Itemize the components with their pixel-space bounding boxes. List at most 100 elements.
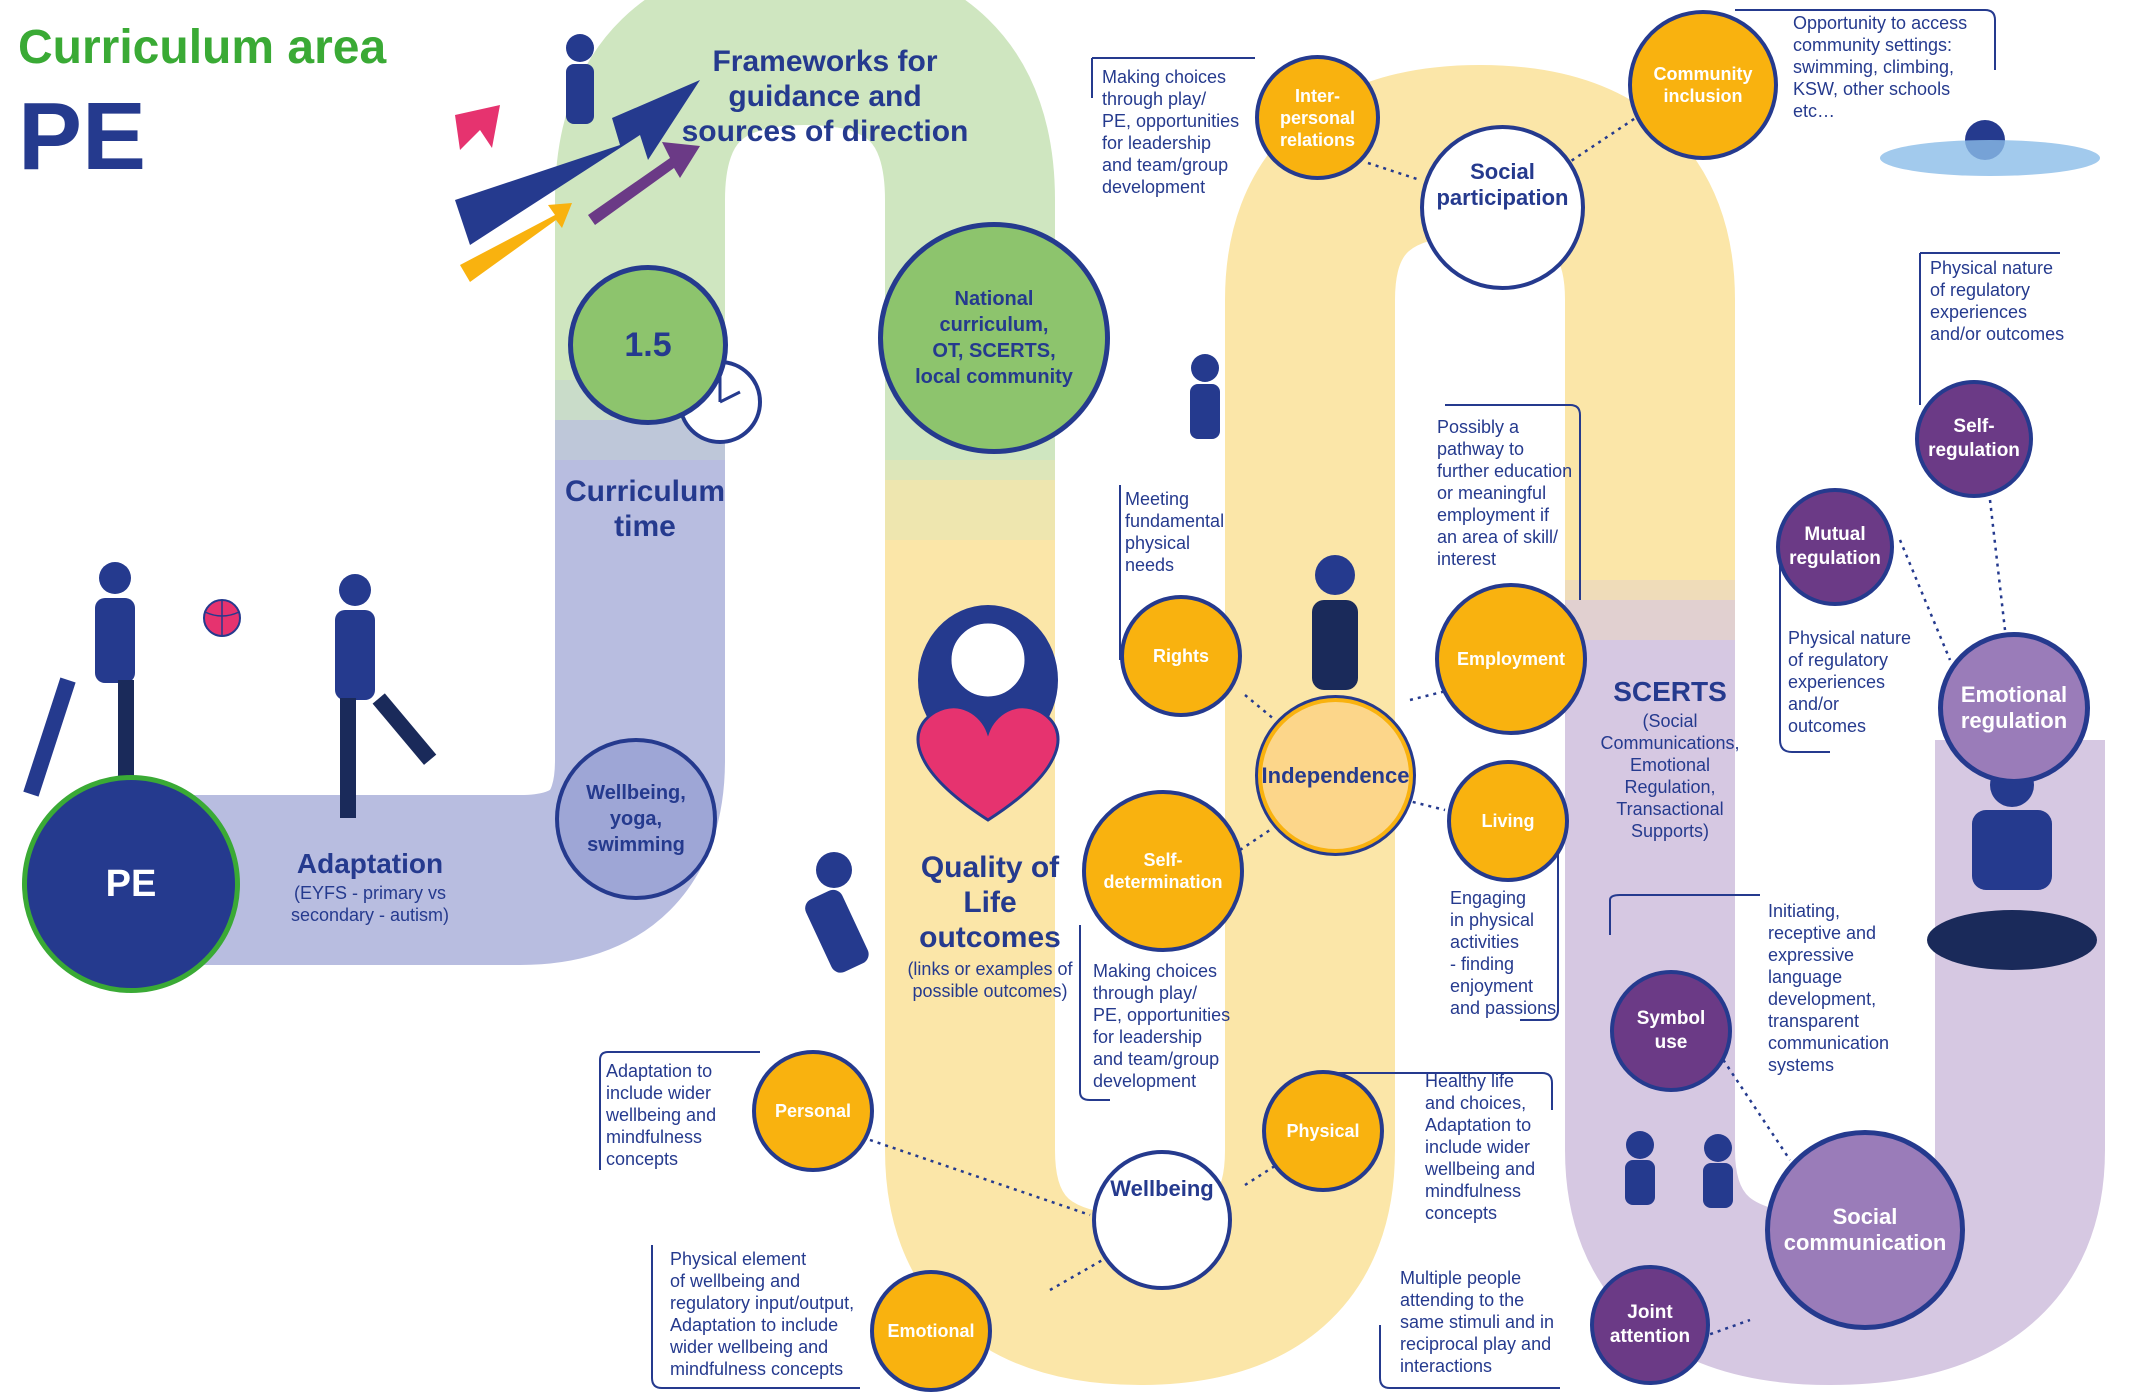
national-curriculum-node: National curriculum, OT, SCERTS, local c…: [878, 222, 1110, 454]
note-line: for leadership: [1093, 1027, 1203, 1047]
note-line: and/or: [1788, 694, 1840, 714]
note-joint-attention: Multiple people attending to the same st…: [1400, 1267, 1580, 1377]
note-line: - finding: [1450, 954, 1515, 974]
self-reg-line: Self-: [1953, 416, 1995, 437]
qol-line: of Life: [963, 851, 1060, 919]
note-line: PE, opportunities: [1102, 111, 1240, 131]
path-blend-2: [885, 460, 1055, 540]
note-line: etc…: [1793, 101, 1836, 121]
mutual-regulation-node: Mutual regulation: [1776, 488, 1894, 606]
note-line: and passions: [1450, 998, 1557, 1018]
note-line: outcomes: [1788, 716, 1867, 736]
note-line: Physical nature: [1930, 258, 2054, 278]
note-line: wider wellbeing and: [670, 1337, 829, 1357]
path-blend-3: [1565, 580, 1735, 640]
social-communication-node: Social communication: [1765, 1130, 1965, 1330]
note-line: of regulatory: [1930, 280, 2031, 300]
note-line: regulatory input/output,: [670, 1293, 855, 1313]
note-line: through play/: [1102, 89, 1207, 109]
emotional-reg-line: Emotional: [1960, 682, 2068, 707]
adaptation-sub-line: (EYFS - primary vs: [293, 883, 446, 903]
note-line: of regulatory: [1788, 650, 1889, 670]
social-comm-line: Social: [1832, 1204, 1898, 1229]
interpersonal-line: personal: [1279, 107, 1356, 128]
note-line: and team/group: [1102, 155, 1229, 175]
frameworks-line: sources of direction: [681, 115, 969, 148]
living-node: Living: [1447, 760, 1569, 882]
note-line: mindfulness: [1425, 1181, 1522, 1201]
note-self-regulation: Physical nature of regulatory experience…: [1930, 257, 2090, 345]
note-line: development,: [1768, 989, 1877, 1009]
note-line: Multiple people: [1400, 1268, 1522, 1288]
note-line: receptive and: [1768, 923, 1877, 943]
note-symbol-use: Initiating, receptive and expressive lan…: [1768, 900, 1918, 1076]
physical-label: Physical: [1286, 1121, 1360, 1141]
arrow-icon: [455, 80, 700, 282]
note-line: fundamental: [1125, 511, 1225, 531]
qol-line: outcomes: [919, 921, 1061, 954]
note-line: interest: [1437, 549, 1497, 569]
national-line: OT, SCERTS,: [932, 340, 1056, 362]
note-line: Adaptation to: [606, 1061, 713, 1081]
self-regulation-node: Self- regulation: [1915, 380, 2033, 498]
note-line: Possibly a: [1437, 417, 1520, 437]
emotional-reg-line: regulation: [1960, 708, 2068, 733]
curriculum-time-value: 1.5: [624, 326, 672, 364]
qol-sub-line: (links or: [907, 959, 971, 979]
interpersonal-line: relations: [1279, 129, 1356, 150]
self-determination-line: determination: [1103, 872, 1223, 892]
symbol-use-node: Symbol use: [1610, 970, 1732, 1092]
personal-node: Personal: [752, 1050, 874, 1172]
community-inclusion-node: Community inclusion: [1628, 10, 1778, 160]
note-line: include wider: [1425, 1137, 1531, 1157]
symbol-line: Symbol: [1636, 1008, 1706, 1029]
note-self-determination: Making choices through play/ PE, opportu…: [1093, 960, 1263, 1092]
social-comm-line: communication: [1783, 1230, 1947, 1255]
wellbeing-activities-line: swimming: [587, 834, 685, 856]
employment-node: Employment: [1435, 583, 1587, 735]
note-line: through play/: [1093, 983, 1198, 1003]
note-line: Physical nature: [1788, 628, 1912, 648]
scerts-line: (Social: [1642, 711, 1698, 731]
wellbeing-activities-line: yoga,: [609, 808, 663, 830]
mutual-line: regulation: [1789, 548, 1881, 569]
note-line: Making choices: [1102, 67, 1227, 87]
note-line: KSW, other schools: [1793, 79, 1951, 99]
note-line: Physical element: [670, 1249, 807, 1269]
note-line: swimming, climbing,: [1793, 57, 1955, 77]
note-rights: Meeting fundamental physical needs: [1125, 488, 1255, 576]
note-employment: Possibly a pathway to further education …: [1437, 416, 1587, 570]
national-line: local community: [915, 366, 1073, 388]
qol-sub-line: of possible: [912, 959, 1073, 1001]
independence-label: Independence: [1261, 762, 1410, 788]
wellbeing-label: Wellbeing: [1110, 1176, 1214, 1201]
personal-label: Personal: [774, 1101, 852, 1121]
joint-line: attention: [1609, 1326, 1691, 1347]
note-line: in physical: [1450, 910, 1535, 930]
emotional-label: Emotional: [887, 1321, 975, 1341]
note-line: expressive: [1768, 945, 1855, 965]
note-line: enjoyment: [1450, 976, 1534, 996]
note-line: experiences: [1788, 672, 1886, 692]
frameworks-heading: Frameworks for guidance and sources of d…: [680, 44, 970, 149]
national-line: National: [954, 288, 1034, 310]
qol-sub-line: examples: [975, 959, 1053, 979]
community-line: inclusion: [1663, 86, 1743, 106]
note-mutual-regulation: Physical nature of regulatory experience…: [1788, 627, 1928, 737]
curriculum-time-label: Curriculum time: [545, 474, 745, 544]
note-living: Engaging in physical activities - findin…: [1450, 887, 1580, 1019]
national-line: curriculum,: [939, 314, 1049, 336]
frameworks-line: guidance and: [728, 80, 922, 113]
note-line: experiences: [1930, 302, 2028, 322]
note-line: employment if: [1437, 505, 1550, 525]
note-line: concepts: [606, 1149, 679, 1169]
heart-icon: [916, 605, 1060, 822]
note-line: Initiating,: [1768, 901, 1841, 921]
self-determination-line: Self-: [1143, 850, 1183, 870]
note-interpersonal: Making choices through play/ PE, opportu…: [1102, 66, 1262, 198]
scerts-line: Supports): [1630, 821, 1710, 841]
subject-title: PE: [18, 83, 147, 190]
note-line: needs: [1125, 555, 1175, 575]
note-line: physical: [1125, 533, 1191, 553]
